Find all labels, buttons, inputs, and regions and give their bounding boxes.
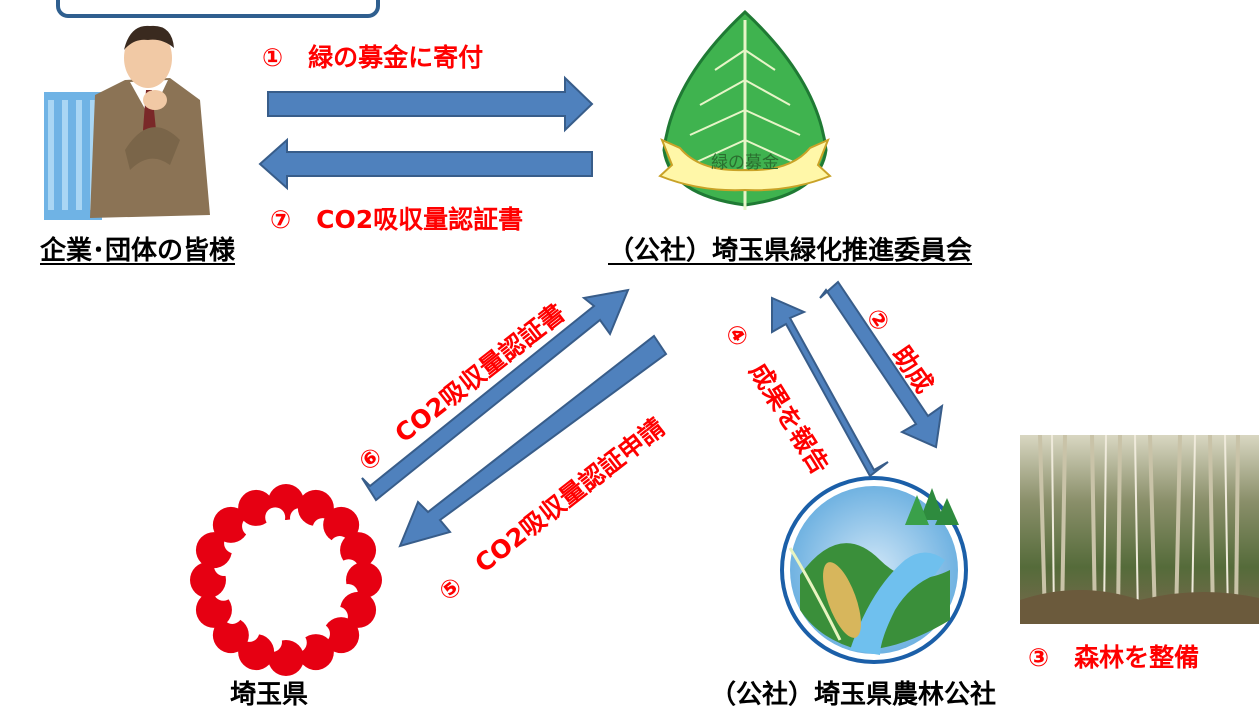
step-1-label: ① 緑の募金に寄付 [262, 43, 484, 72]
arrow-certificate-to-companies [258, 137, 593, 191]
step-7-label: ⑦ CO2吸収量認証書 [270, 205, 524, 234]
header-box-fragment [56, 0, 380, 18]
node-label-forestry-corp: （公社）埼玉県農林公社 [710, 680, 997, 710]
arrow-application [398, 334, 668, 548]
arrow-certificate-to-prefecture [361, 288, 630, 502]
node-label-committee: （公社）埼玉県緑化推進委員会 [608, 236, 973, 266]
saitama-emblem [190, 484, 382, 676]
green-fund-logo-text: 緑の募金 [711, 153, 779, 173]
node-label-companies: 企業･団体の皆様 [40, 236, 236, 266]
node-label-prefecture: 埼玉県 [230, 680, 309, 710]
step-3-label: ③ 森林を整備 [1028, 643, 1200, 672]
forest-photo [1020, 434, 1259, 624]
arrow-report [771, 296, 889, 478]
forestry-corp-seal [780, 476, 968, 664]
businessman-illustration [44, 25, 210, 220]
arrow-donation [267, 75, 594, 133]
green-fund-logo [658, 9, 832, 210]
arrow-subsidy [819, 280, 944, 449]
